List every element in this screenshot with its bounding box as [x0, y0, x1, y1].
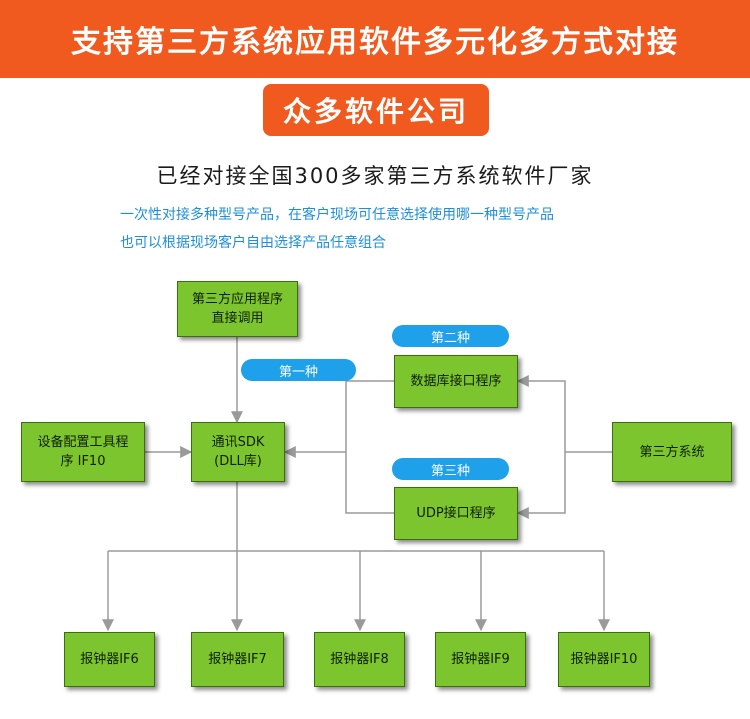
subtitle-line-2: 也可以根据现场客户自由选择产品任意组合: [120, 235, 386, 251]
headline: 已经对接全国300多家第三方系统软件厂家: [156, 164, 594, 188]
company-badge: 众多软件公司: [263, 84, 489, 136]
node-device-if10: 报钟器IF10: [558, 632, 650, 687]
subtitle-line-1: 一次性对接多种型号产品，在客户现场可任意选择使用哪一种型号产品: [120, 207, 554, 223]
method-first-label: 第一种: [241, 359, 356, 381]
node-device-if8: 报钟器IF8: [314, 632, 405, 687]
node-third-party-app: 第三方应用程序 直接调用: [177, 281, 298, 337]
node-database-interface: 数据库接口程序: [394, 355, 518, 408]
method-second-label: 第二种: [392, 325, 509, 347]
node-device-if6: 报钟器IF6: [64, 632, 155, 687]
arrow-third-party-to-udp: [516, 452, 566, 519]
banner-title: 支持第三方系统应用软件多元化多方式对接: [0, 0, 750, 78]
node-udp-interface: UDP接口程序: [394, 487, 518, 540]
node-device-if7: 报钟器IF7: [191, 632, 284, 687]
node-config-tool: 设备配置工具程 序 IF10: [21, 422, 145, 482]
node-third-party-system: 第三方系统: [612, 422, 732, 482]
line-database-branch: [345, 380, 394, 514]
arrow-third-party-to-database: [516, 375, 566, 452]
node-device-if9: 报钟器IF9: [435, 632, 526, 687]
node-sdk: 通讯SDK (DLL库): [191, 422, 285, 482]
method-third-label: 第三种: [392, 458, 509, 480]
